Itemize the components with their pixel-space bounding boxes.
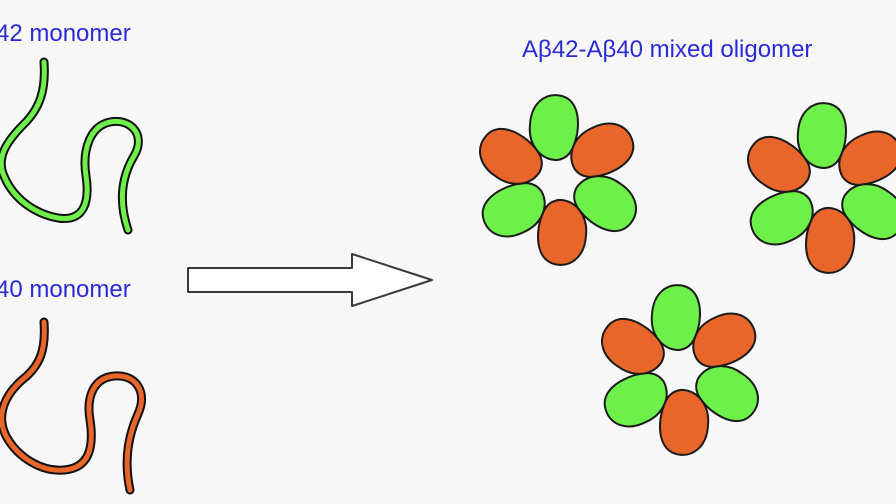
mixed-oligomer-3: [592, 282, 768, 458]
ab40-monomer-ribbon: [0, 317, 147, 495]
transition-arrow: [187, 253, 433, 307]
mixed-oligomer-2: [738, 100, 896, 276]
ab42-monomer-label: 42 monomer: [0, 20, 131, 47]
mixed-oligomer-1: [470, 92, 646, 268]
mixed-oligomer-label: Aβ42-Aβ40 mixed oligomer: [522, 36, 813, 63]
ab42-monomer-ribbon: [0, 57, 143, 235]
ab40-monomer-label: 40 monomer: [0, 276, 131, 303]
